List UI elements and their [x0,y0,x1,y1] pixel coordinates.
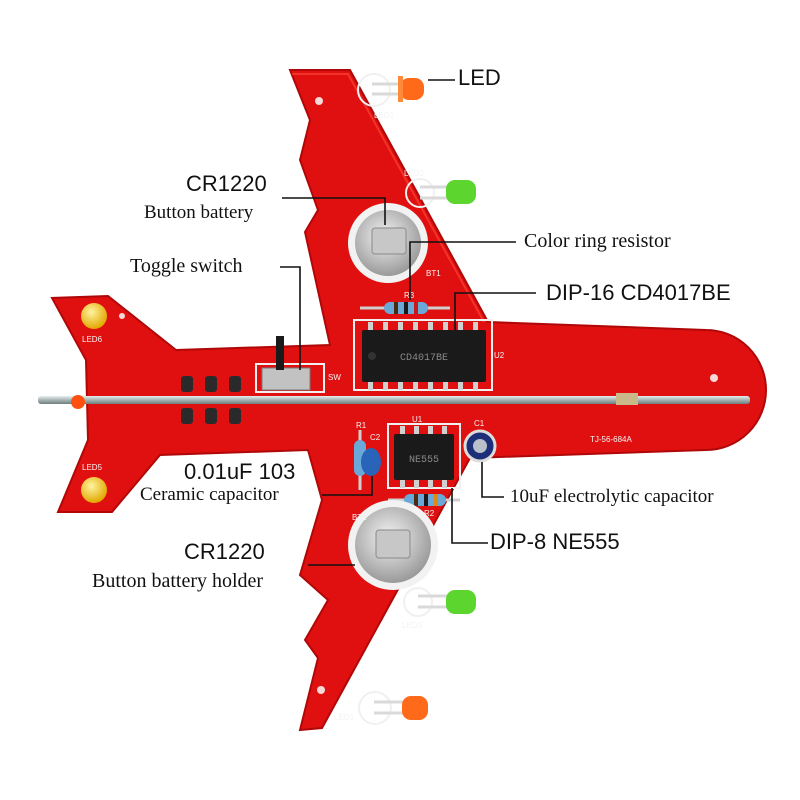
leader-dip16 [454,292,536,330]
silk-led1-top: LED1 [374,111,395,120]
led3-body [446,590,476,614]
tail-components [181,376,241,424]
silk-c1: C1 [474,419,485,428]
callout-led: LED [458,65,501,90]
led3-leads [418,594,448,609]
led6-body [81,303,107,329]
electrolytic-capacitor-top [473,439,487,453]
dip16-outline [353,319,493,391]
led5-body [81,477,107,503]
callout-color-ring-resistor: Color ring resistor [524,230,671,252]
silk-board-code: TJ-56-684A [590,435,632,444]
dip8-outline [387,423,461,489]
silk-bt1-top: BT1 [426,269,441,278]
r2-band [414,494,418,506]
led1-pad-ring [357,73,391,107]
r2-band [434,494,438,506]
pcb-edge-shade [292,73,485,323]
rod-tip-bead [71,395,85,409]
silk-u2: U2 [494,351,505,360]
led1-top-body [400,78,424,100]
led2-leads [420,185,448,200]
silk-u1: U1 [412,415,423,424]
battery-holder-clip [375,529,411,559]
callout-battery-holder: Button battery holder [92,570,264,592]
mounting-hole [317,686,325,694]
silk-led2: LED2 [404,169,425,178]
mounting-hole [315,97,323,105]
led2-body [446,180,476,204]
dip8-pins [400,426,447,488]
leader-ceramic-capacitor [322,476,373,496]
silk-sw: SW [328,373,341,382]
led1-leads [372,82,402,96]
dip16-pins-top [368,322,478,330]
dip16-notch [368,352,376,360]
led1-bottom-pad-ring [358,691,392,725]
toggle-switch-body [261,367,311,391]
toggle-switch-lever [276,336,284,370]
switch-outline [255,363,325,393]
callout-ceramic-capacitor: Ceramic capacitor [140,484,279,505]
silk-led6: LED6 [82,335,103,344]
dip16-chip [362,330,486,382]
rod [38,396,750,404]
leader-cr1220-top [282,197,386,225]
ceramic-capacitor-body [361,448,381,476]
callout-capacitor-value: 0.01uF 103 [184,459,296,484]
dip16-pins-bottom [368,382,478,390]
led1-bottom-body [402,696,428,720]
callout-electrolytic-capacitor: 10uF electrolytic capacitor [510,486,714,507]
leader-electrolytic-capacitor [481,462,504,498]
leader-color-ring-resistor [409,241,516,300]
silk-r2: R2 [424,509,435,518]
led1-top-flange [398,76,403,102]
r3-band [404,302,408,314]
silk-led5: LED5 [82,463,103,472]
led2-pad-ring [405,178,435,208]
silk-led3: LED3 [402,621,423,630]
dip8-marking: NE555 [409,455,439,466]
dip8-chip [394,434,454,480]
mounting-hole [119,313,125,319]
silk-r1: R1 [356,421,367,430]
battery-top-clip [371,227,407,255]
silk-bt1-bottom: BT1 [352,513,367,522]
r3-band [394,302,398,314]
callout-cr1220-bottom: CR1220 [184,539,265,564]
mounting-hole [710,374,718,382]
rod-coupling [616,393,638,405]
led1-bottom-leads [374,700,404,715]
callout-toggle-switch: Toggle switch [130,255,243,277]
silk-c2: C2 [370,433,381,442]
led3-pad-ring [403,587,433,617]
callout-cr1220-top: CR1220 [186,171,267,196]
callout-dip16: DIP-16 CD4017BE [546,280,731,305]
r2-band [424,494,428,506]
callout-button-battery: Button battery [144,202,254,223]
silk-led1-bottom: LED1 [334,713,355,722]
leader-toggle-switch [280,266,301,370]
r3-band [414,302,418,314]
callout-dip8: DIP-8 NE555 [490,529,620,554]
leader-dip8 [451,488,488,544]
dip16-marking: CD4017BE [400,353,448,364]
